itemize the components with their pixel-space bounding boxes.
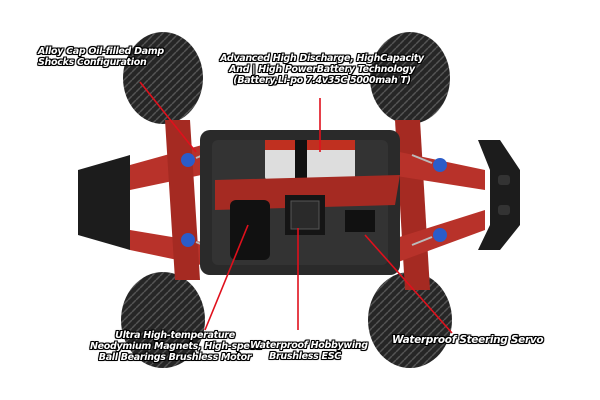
callout-servo: Waterproof Steering Servo — [392, 334, 544, 346]
callout-text: Alloy Cap Oil-filled Damp — [38, 46, 164, 57]
callout-text: Advanced High Discharge, HighCapacity — [220, 53, 424, 64]
callout-battery: Advanced High Discharge, HighCapacity An… — [212, 53, 432, 86]
callout-text: Neodymium Magnets, High-speed — [90, 341, 263, 352]
callout-text: Waterproof Hobbywing — [250, 340, 368, 351]
callout-text: Waterproof Steering Servo — [392, 334, 544, 346]
callout-text: Brushless ESC — [269, 351, 341, 362]
callout-text: (Battery,Li-po 7.4v35C 5000mah T) — [233, 75, 411, 86]
callout-motor: Ultra High-temperature Neodymium Magnets… — [90, 330, 263, 363]
callout-shocks: Alloy Cap Oil-filled Damp Shocks Configu… — [38, 46, 164, 68]
motor — [230, 200, 270, 260]
callout-lines — [139, 81, 453, 334]
front-bumper — [478, 140, 520, 250]
callout-text: Ultra High-temperature — [115, 330, 235, 341]
callout-text: Shocks Configuration — [38, 57, 147, 68]
callout-esc: Waterproof Hobbywing Brushless ESC — [250, 340, 368, 362]
servo — [345, 210, 375, 232]
rear-wing-plate — [78, 155, 130, 250]
wheel-front-left — [121, 32, 452, 368]
callout-text: And | High PowerBattery Technology — [229, 64, 415, 75]
callout-text: Ball Bearings Brushless Motor — [98, 352, 252, 363]
